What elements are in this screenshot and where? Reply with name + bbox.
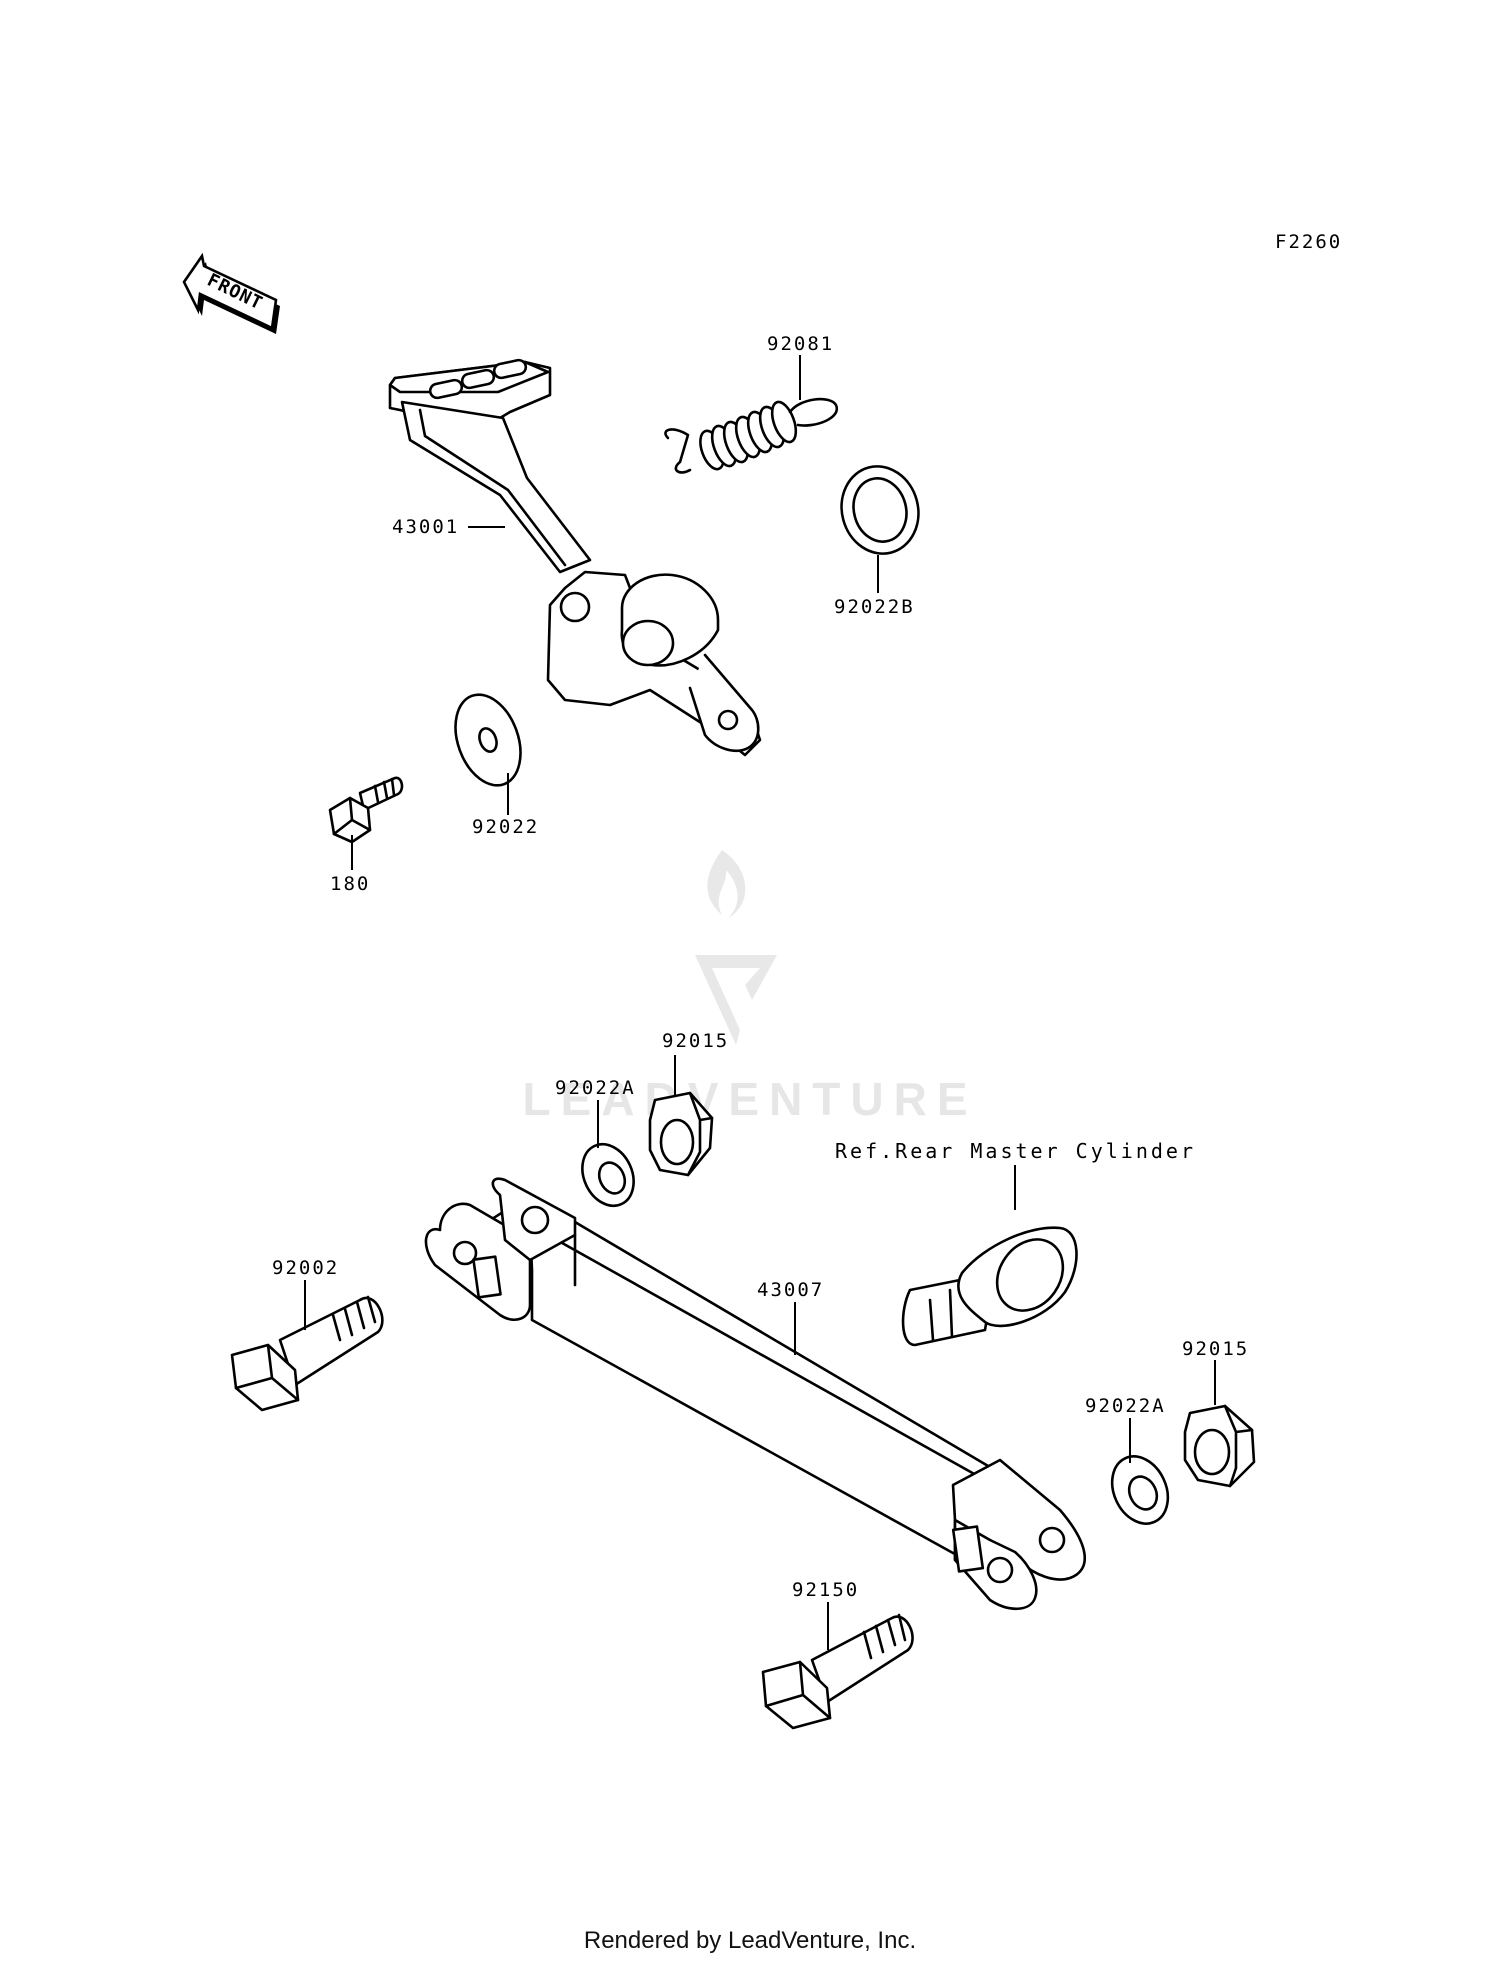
callout-92015-top: 92015: [662, 1030, 729, 1052]
callout-92022: 92022: [472, 816, 539, 838]
leader-lines: [304, 355, 1216, 1650]
callout-43001: 43001: [392, 516, 459, 538]
callout-180: 180: [330, 873, 370, 895]
callout-92022b: 92022B: [834, 596, 915, 618]
reference-note: Ref.Rear Master Cylinder: [835, 1139, 1196, 1163]
master-cylinder-clevis-part: [901, 1226, 1078, 1347]
nut-92015-top-part: [648, 1091, 714, 1177]
callout-92150: 92150: [792, 1579, 859, 1601]
bolt-92002-part: [230, 1295, 384, 1412]
footer-credit: Rendered by LeadVenture, Inc.: [584, 1927, 916, 1954]
bolt-180-part: [328, 776, 404, 844]
callout-92081: 92081: [767, 333, 834, 355]
bolt-92150-part: [761, 1613, 914, 1730]
callout-92002: 92002: [272, 1257, 339, 1279]
front-arrow-icon: FRONT: [182, 252, 280, 334]
callout-92022a-right: 92022A: [1085, 1395, 1166, 1417]
washer-92022a-right-part: [1110, 1455, 1170, 1525]
return-spring-part: [664, 397, 839, 474]
washer-92022a-top-part: [581, 1142, 635, 1208]
callout-92022a-top: 92022A: [555, 1077, 636, 1099]
washer-92022b-part: [840, 465, 920, 555]
leadventure-watermark: LEADVENTURE: [522, 850, 977, 1125]
brake-rod-part: [424, 1177, 1086, 1611]
callout-92015-right: 92015: [1182, 1338, 1249, 1360]
callout-43007: 43007: [757, 1279, 824, 1301]
brake-pedal-part: [388, 358, 762, 757]
washer-92022-part: [454, 693, 522, 787]
diagram-code: F2260: [1275, 231, 1342, 253]
watermark-text: LEADVENTURE: [522, 1073, 977, 1125]
nut-92015-right-part: [1183, 1404, 1256, 1488]
